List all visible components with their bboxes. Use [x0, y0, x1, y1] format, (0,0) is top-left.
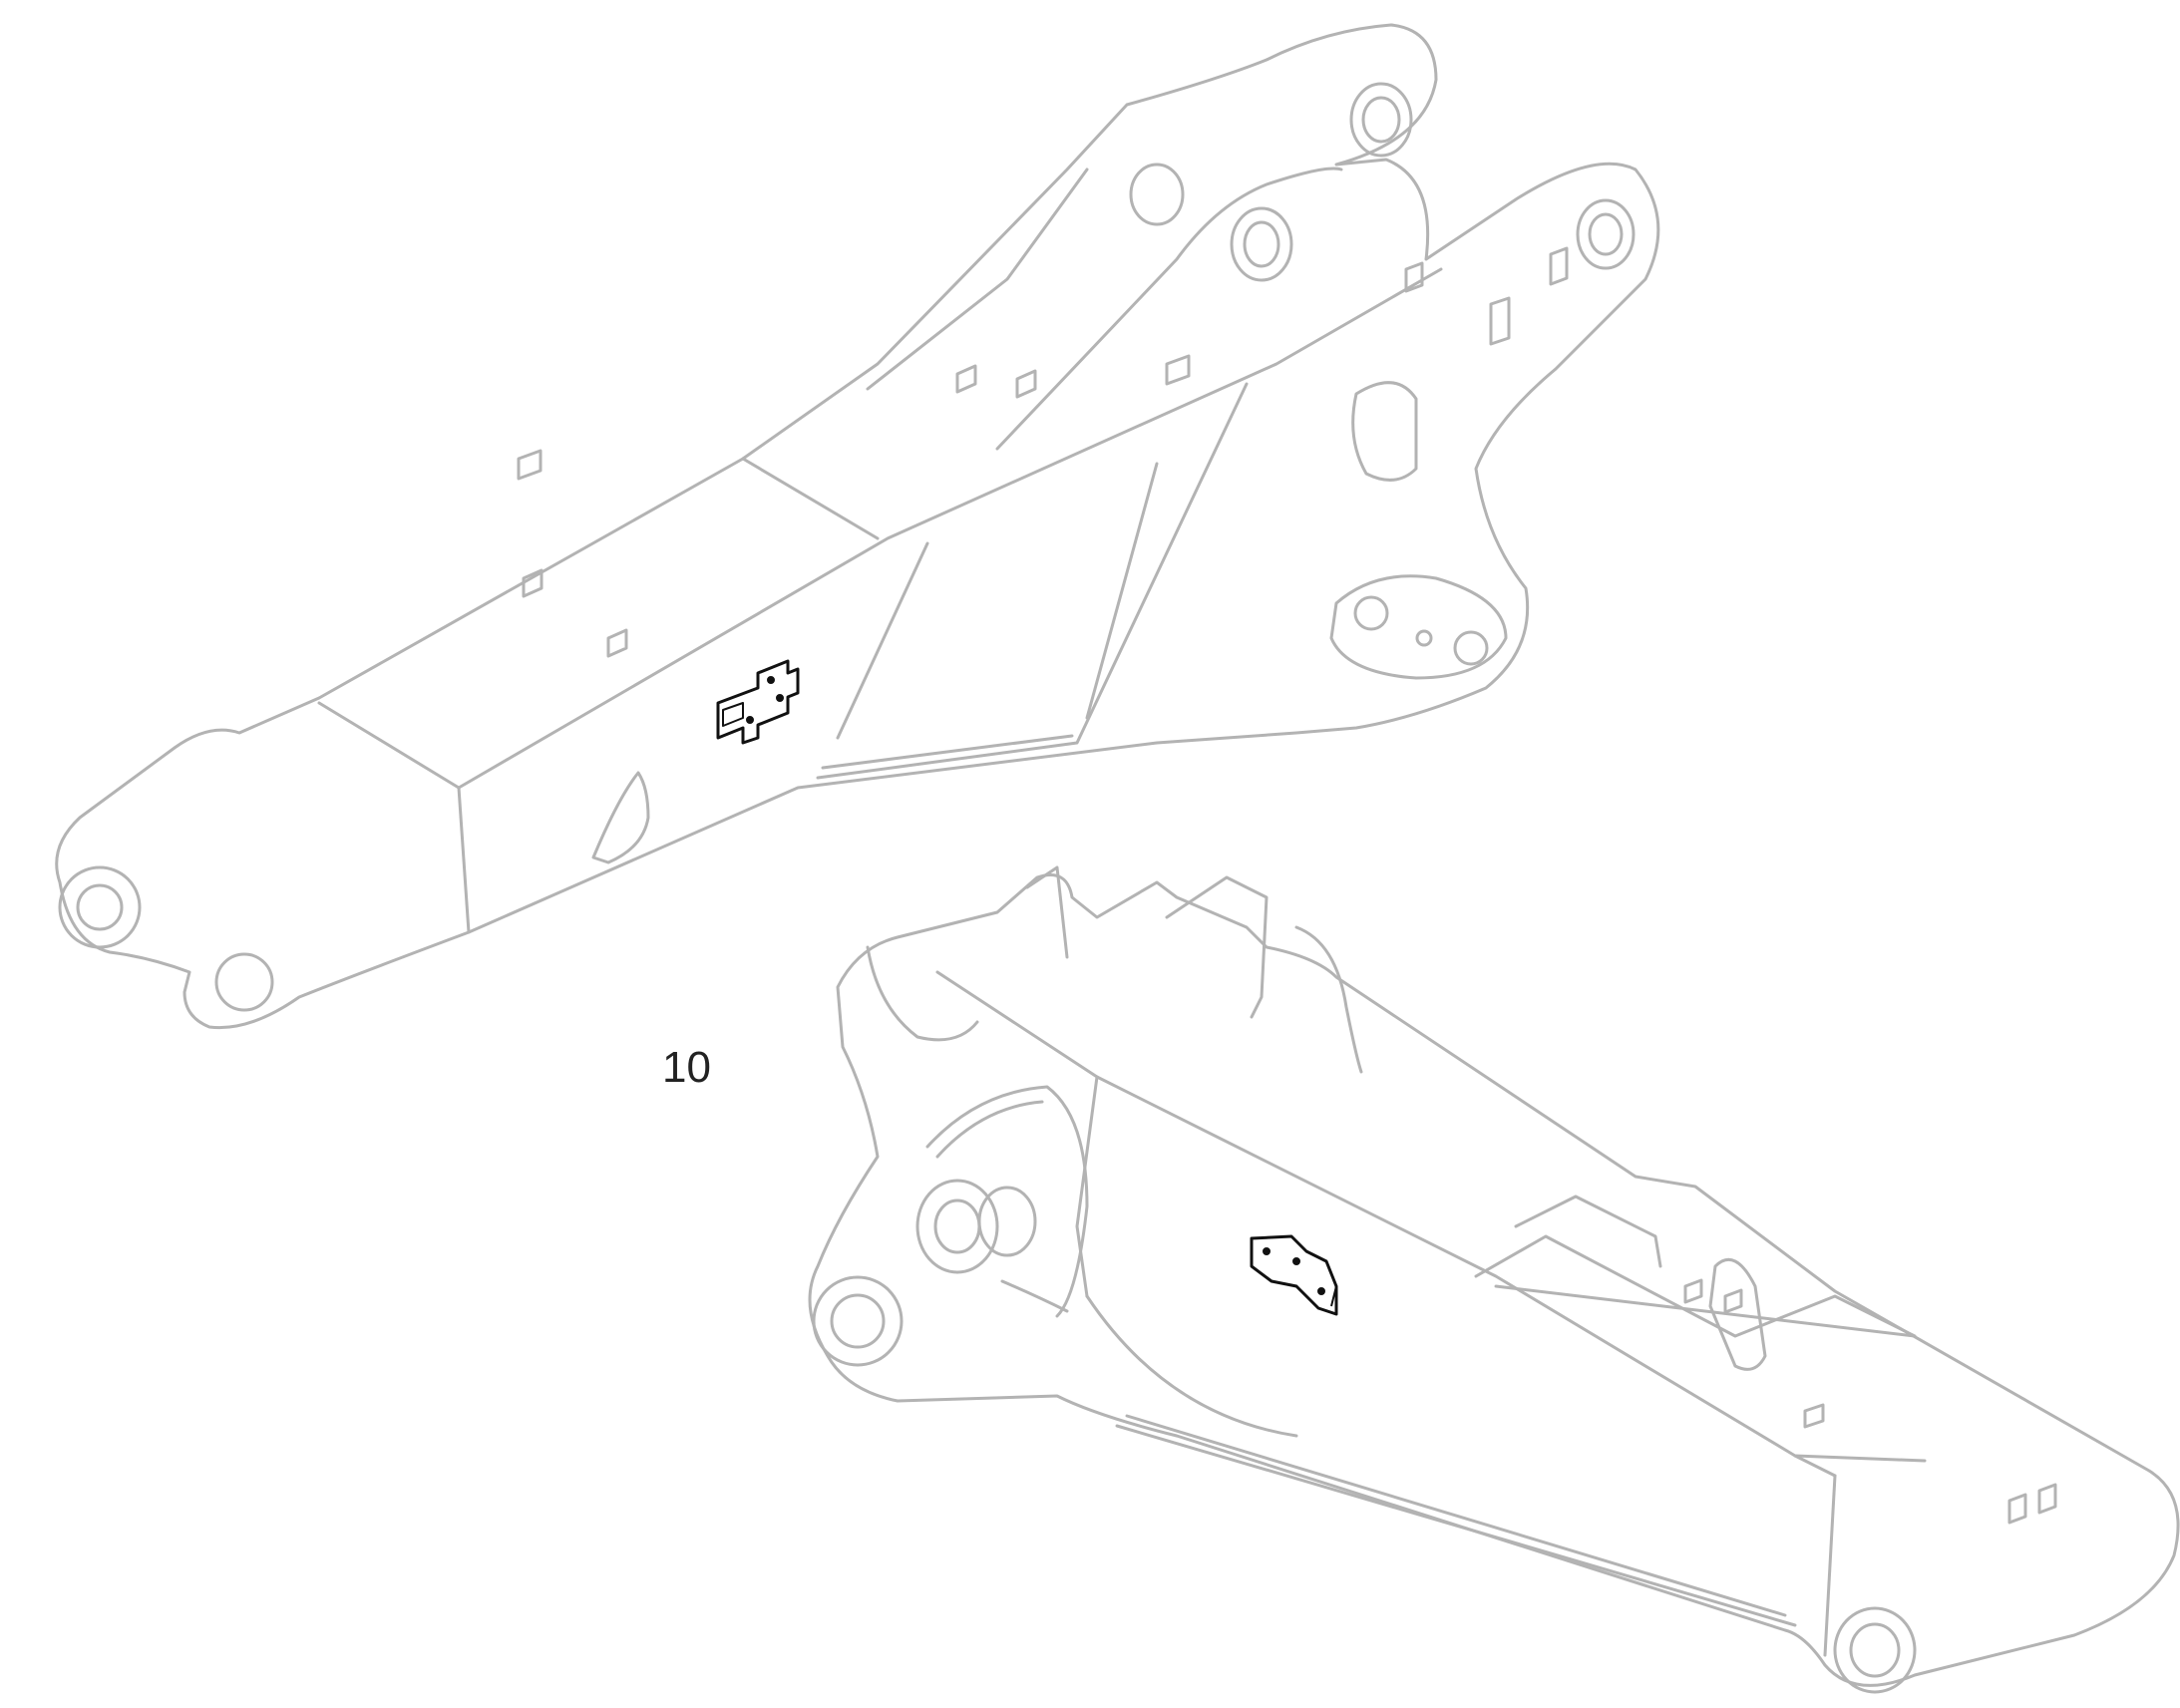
- upper-arm-pin-boss: [1230, 206, 1293, 282]
- upper-arm-seam: [821, 734, 1074, 770]
- upper-arm-pin-boss: [1129, 163, 1185, 226]
- upper-arm-lug: [1329, 574, 1508, 680]
- lower-arm-guard: [935, 1100, 1044, 1159]
- upper-arm-lug-hole: [1353, 595, 1389, 631]
- upper-arm-pin-boss: [1361, 96, 1401, 144]
- lower-arm-pin-boss: [830, 1293, 886, 1349]
- lower-arm-seam: [1085, 1294, 1298, 1438]
- upper-arm-pin-boss: [1349, 82, 1413, 158]
- upper-arm-outline: [55, 23, 1660, 1030]
- upper-arm-stud: [517, 246, 1569, 658]
- upper-arm-pin-boss: [58, 865, 142, 949]
- lower-arm-bracket: [1025, 865, 1069, 959]
- lower-arm-seam: [1115, 1424, 1797, 1627]
- lower-arm-stud: [1683, 1278, 2057, 1525]
- upper-boom-arm: [55, 23, 1660, 1030]
- lower-arm-pin-boss: [915, 1179, 999, 1274]
- lower-arm-seam: [1793, 1454, 1927, 1463]
- lower-arm-deck-edge: [1075, 1075, 1099, 1298]
- upper-arm-fork: [995, 167, 1343, 451]
- upper-arm-pin-boss: [76, 883, 124, 931]
- upper-arm-seam: [457, 786, 471, 934]
- lower-arm-pin-boss: [977, 1186, 1037, 1257]
- lower-arm-bracket: [1165, 875, 1269, 1019]
- lower-arm-deck-edge: [1823, 1474, 1837, 1657]
- upper-arm-pin-boss: [1576, 198, 1635, 270]
- upper-arm-pin-boss: [214, 952, 274, 1012]
- upper-arm-lug: [1351, 381, 1418, 482]
- upper-arm-lug-hole: [1415, 629, 1433, 647]
- upper-arm-seam: [1085, 462, 1159, 720]
- upper-arm-deck-edge: [317, 267, 1443, 790]
- lower-arm-pin-boss: [1833, 1606, 1917, 1694]
- lower-arm-bracket: [1514, 1195, 1662, 1268]
- upper-arm-pin-boss: [1588, 212, 1624, 256]
- lower-arm-pin-boss: [812, 1275, 904, 1367]
- lower-arm-guard: [925, 1085, 1089, 1318]
- upper-arm-pin-boss: [1243, 220, 1280, 268]
- upper-highlighted-plate: [716, 659, 800, 745]
- lower-arm-bracket: [1294, 925, 1363, 1074]
- lower-arm-deck-edge: [935, 970, 1837, 1478]
- lower-arm-lug: [1708, 1257, 1767, 1371]
- lower-arm-outline: [808, 873, 2180, 1687]
- upper-arm-deck-edge: [741, 457, 880, 540]
- lower-arm-seam: [1474, 1234, 1917, 1338]
- upper-arm-seam: [836, 541, 929, 740]
- lower-arm-pin-boss: [933, 1198, 981, 1254]
- upper-arm-seam: [816, 382, 1249, 780]
- lower-arm-bracket: [866, 945, 979, 1042]
- upper-arm-lug: [591, 771, 650, 864]
- upper-arm-lug-hole: [1453, 630, 1489, 666]
- lower-highlighted-plate: [1250, 1234, 1338, 1316]
- callout-number: 10: [662, 1043, 711, 1092]
- lower-arm-pin-boss: [1849, 1622, 1901, 1678]
- lower-boom-arm: [808, 865, 2180, 1694]
- upper-arm-fork: [866, 168, 1089, 391]
- lower-arm-seam: [1125, 1414, 1787, 1617]
- lower-arm-guard: [1000, 1279, 1069, 1313]
